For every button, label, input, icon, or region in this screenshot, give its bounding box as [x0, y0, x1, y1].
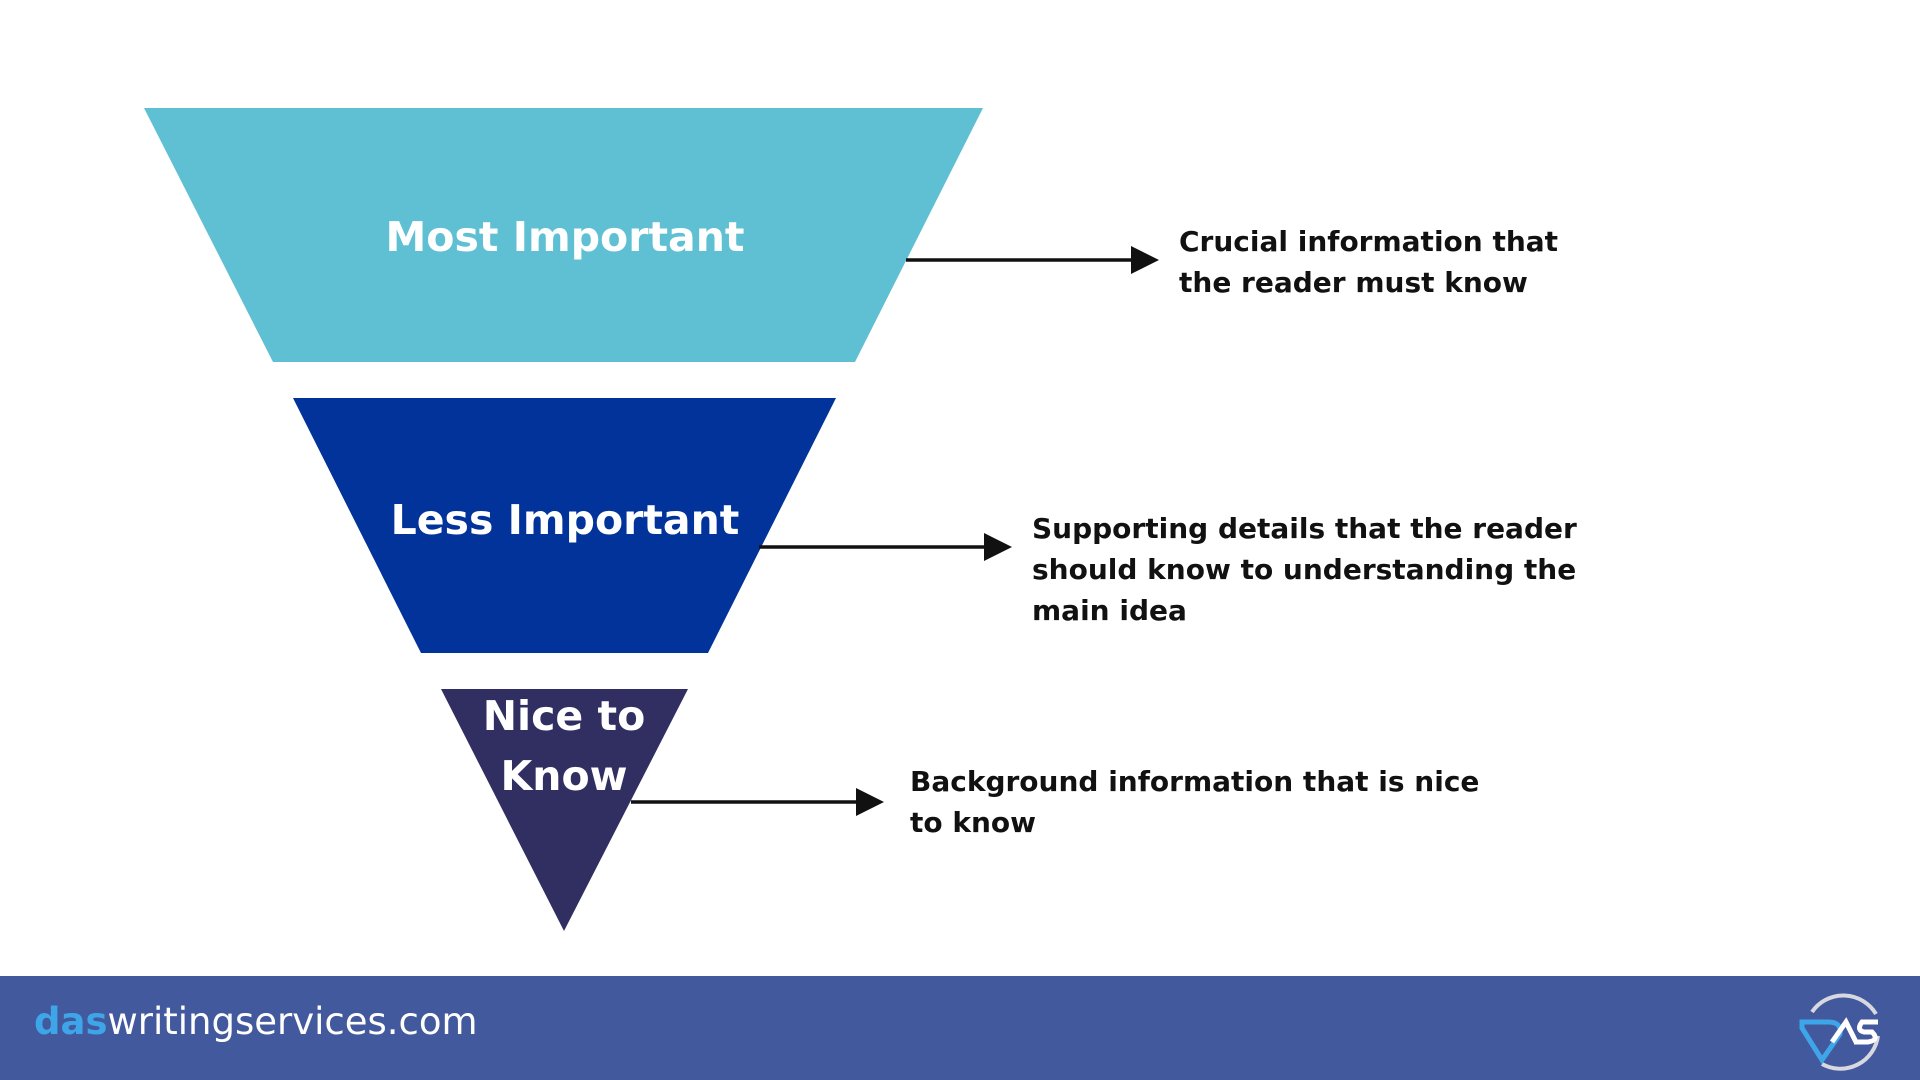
tier-label-less-important: Less Important: [390, 496, 740, 544]
tier-description-most-important: Crucial information that the reader must…: [1179, 225, 1559, 299]
tier-label-nice-to-know: Nice to Know: [482, 692, 646, 800]
site-suffix: writingservices.com: [107, 1000, 478, 1043]
website-link[interactable]: daswritingservices.com: [34, 1000, 478, 1043]
footer: daswritingservices.com: [0, 976, 1920, 1080]
tier-description-nice-to-know: Background information that is nice to k…: [910, 765, 1480, 839]
funnel-tier-less-important: [293, 398, 836, 653]
funnel-tier-nice-to-know: [441, 689, 688, 931]
das-logo-icon: [1799, 993, 1880, 1071]
funnel-tier-most-important: [144, 108, 983, 362]
tier-label-most-important: Most Important: [385, 213, 745, 261]
tier-description-less-important: Supporting details that the reader shoul…: [1032, 512, 1577, 627]
site-prefix: das: [34, 1000, 108, 1043]
